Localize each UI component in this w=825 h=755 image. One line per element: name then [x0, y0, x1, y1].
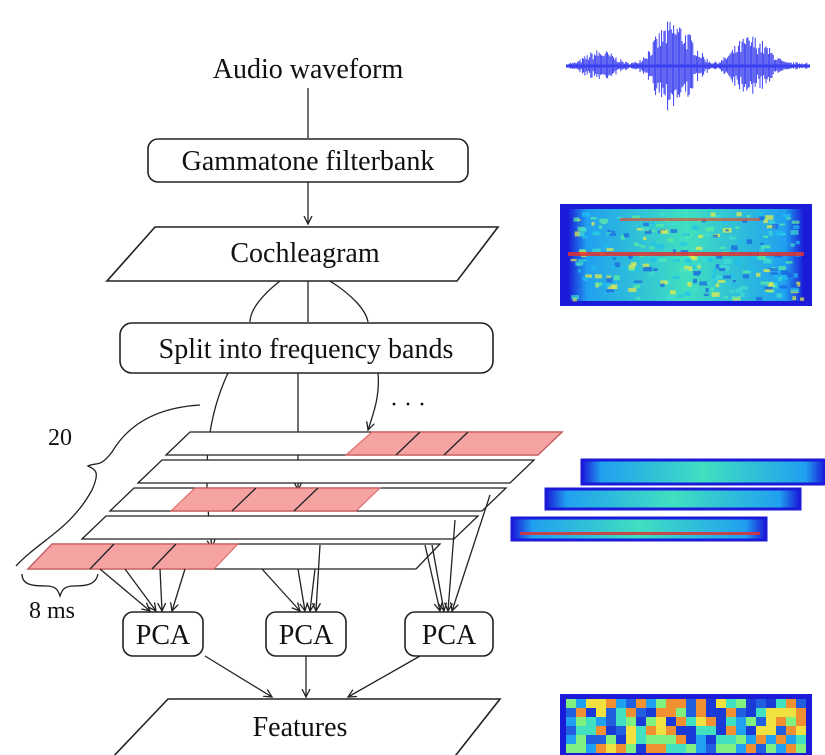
band-plane-4	[80, 515, 480, 540]
band-ellipsis: · · ·	[390, 392, 426, 418]
features-node	[113, 698, 502, 755]
cochleagram-label: Cochleagram	[230, 238, 379, 269]
edge-split-to-band-high	[368, 372, 380, 430]
edge-cochleagram-to-split-right	[329, 280, 369, 323]
band-plane-2	[136, 459, 536, 484]
edge-pca3-to-features	[348, 655, 421, 697]
pca-box-1	[122, 611, 204, 657]
gammatone-filterbank-label: Gammatone filterbank	[182, 146, 435, 177]
band-plane-5-frames	[26, 543, 240, 570]
band-count-label: 20	[48, 425, 72, 451]
edge-cochleagram-to-split-left	[249, 280, 281, 323]
split-frequency-bands-label: Split into frequency bands	[159, 334, 454, 365]
pca-label-3: PCA	[422, 620, 477, 651]
band-count-brace	[15, 404, 201, 567]
pca-label-1: PCA	[136, 620, 191, 651]
frame-duration-brace	[21, 573, 99, 599]
split-frequency-bands-box	[119, 322, 494, 374]
band-heatmap-images	[510, 458, 825, 542]
band-plane-3-frames	[169, 487, 382, 512]
band-to-pca-edges	[99, 494, 491, 611]
frame-duration-label: 8 ms	[29, 598, 75, 624]
features-label: Features	[253, 712, 348, 743]
cochleagram-node	[105, 226, 500, 282]
pca-label-2: PCA	[279, 620, 334, 651]
audio-waveform-label: Audio waveform	[213, 54, 404, 85]
band-planes-stack	[26, 431, 564, 570]
cochleagram-heatmap-image	[560, 204, 812, 306]
features-heatmap-image	[560, 694, 812, 755]
waveform-image	[566, 21, 810, 111]
pca-box-3	[404, 611, 494, 657]
edge-pca1-to-features	[204, 655, 272, 697]
band-plane-1-frames	[344, 431, 564, 456]
